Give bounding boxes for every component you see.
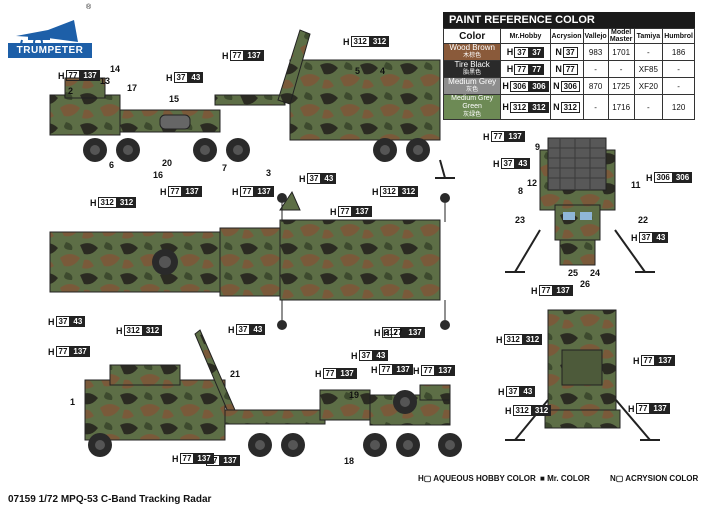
page-footer: 07159 1/72 MPQ-53 C-Band Tracking Radar [8, 494, 212, 505]
part-number: 19 [349, 390, 360, 400]
part-number: 2 [68, 86, 74, 96]
part-number: 15 [169, 94, 180, 104]
col-mr-hobby: Mr.Hobby [500, 28, 551, 44]
front-view [505, 137, 655, 273]
part-number: 25 [568, 268, 579, 278]
col-color: Color [442, 28, 502, 44]
part-number: 12 [527, 178, 538, 188]
part-number: 13 [100, 76, 111, 86]
part-number: 24 [590, 268, 601, 278]
part-number: 11 [631, 180, 641, 190]
part-number: 1 [70, 397, 76, 407]
side-view-right [49, 29, 455, 179]
part-number: 23 [515, 215, 526, 225]
part-number: 4 [380, 66, 386, 76]
part-number: 20 [162, 158, 173, 168]
legend-aqueous: H▢ AQUEOUS HOBBY COLOR [418, 474, 536, 483]
part-number: 26 [580, 279, 591, 289]
part-number: 18 [344, 456, 355, 466]
legend-mr-color: ■ Mr. COLOR [540, 474, 590, 483]
col-vallejo: Vallejo [582, 28, 609, 44]
col-model-master: Model Master [607, 28, 635, 44]
col-tamiya: Tamiya [633, 28, 664, 44]
rear-view [505, 309, 660, 441]
part-number: 21 [230, 369, 241, 379]
side-view-left [84, 329, 462, 457]
part-number: 9 [535, 142, 541, 152]
part-number: 5 [355, 66, 361, 76]
brand-name: TRUMPETER [8, 43, 92, 58]
part-number: 16 [153, 170, 164, 180]
legend-acrysion: N▢ ACRYSION COLOR [610, 474, 699, 483]
part-number: 6 [109, 160, 115, 170]
trumpet-logo-icon [16, 20, 78, 49]
part-number: 14 [110, 64, 121, 74]
top-view [49, 190, 450, 330]
part-number: 3 [266, 168, 272, 178]
part-number: 17 [127, 83, 138, 93]
paint-reference-table: PAINT REFERENCE COLOR Color Mr.Hobby Acr… [442, 12, 695, 120]
paint-table-title: PAINT REFERENCE COLOR [443, 12, 695, 28]
registered-mark: ® [86, 4, 92, 11]
part-number: 8 [518, 186, 524, 196]
col-humbrol: Humbrol [662, 28, 695, 44]
part-number: 22 [638, 215, 649, 225]
part-number: 7 [222, 163, 228, 173]
